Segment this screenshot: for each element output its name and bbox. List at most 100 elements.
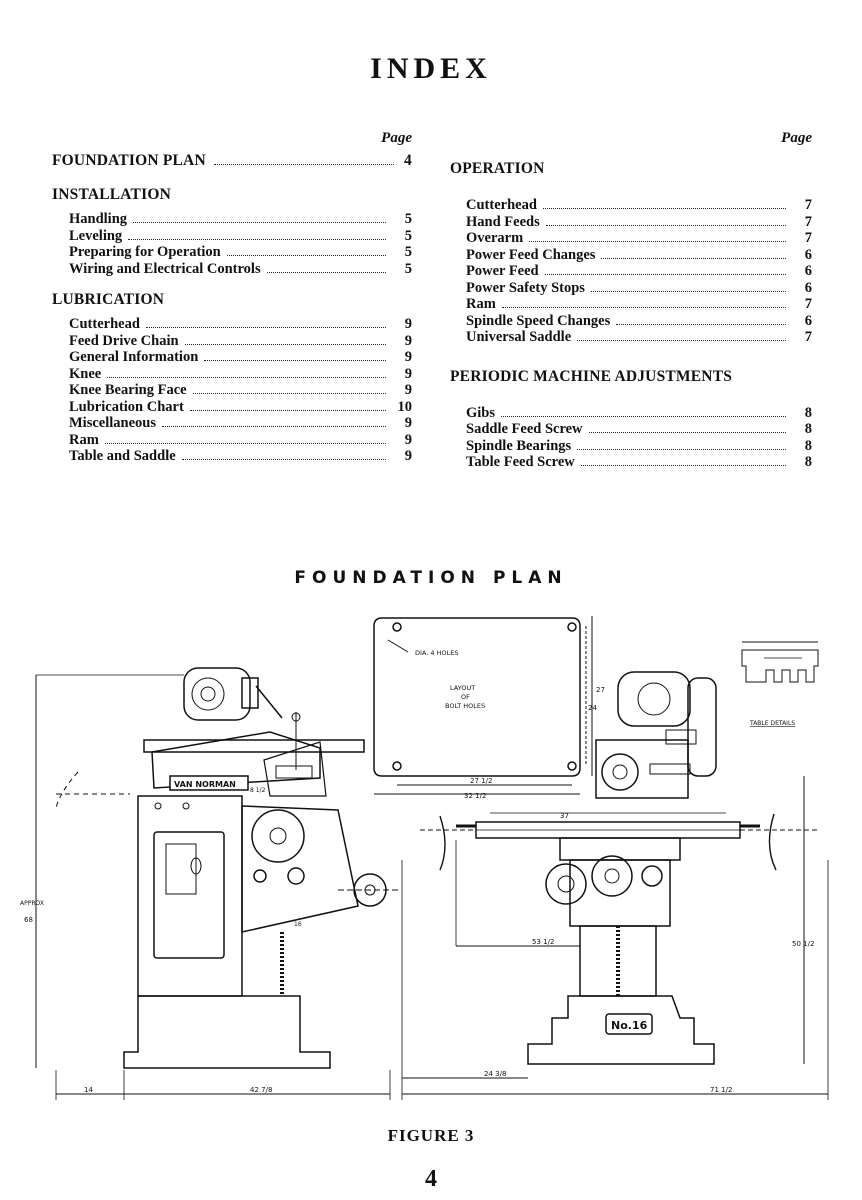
entry-label: Wiring and Electrical Controls [69,260,261,277]
table-details: TABLE DETAILS [741,641,819,727]
entry-page: 9 [404,349,412,365]
index-entry[interactable]: Spindle Bearings 8 [450,438,812,455]
entry-label: Universal Saddle [466,329,572,345]
dot-leader [580,465,786,466]
entry-label: Leveling [69,227,123,244]
page-column-header: Page [781,130,812,146]
entry-label: Preparing for Operation [69,244,221,260]
entry-page: 7 [804,329,812,345]
dot-leader [204,360,386,361]
entry-page: 9 [404,332,412,349]
index-entry[interactable]: Miscellaneous 9 [52,415,412,432]
dot-leader [184,343,386,345]
entry-page: 5 [404,227,412,244]
index-entry[interactable]: Wiring and Electrical Controls 5 [52,261,412,278]
dim-label: 8 1/2 [250,787,266,794]
dot-leader [544,274,786,275]
index-title: INDEX [370,52,492,85]
dot-leader [542,208,786,209]
dim-label: 71 1/2 [710,1086,732,1094]
entry-label: Miscellaneous [69,415,156,431]
dot-leader [616,323,786,325]
entry-label: Hand Feeds [466,213,540,230]
index-entry[interactable]: Leveling 5 [52,228,412,245]
layout-label: BOLT HOLES [445,702,485,710]
entry-label: Ram [69,431,99,448]
page-column-header: Page [381,130,412,146]
dot-leader [577,340,786,341]
dim-label: 53 1/2 [532,938,554,946]
dot-leader [192,393,386,394]
entry-label: Cutterhead [69,316,140,332]
bolt-hole [567,761,577,771]
index-entry[interactable]: Handling 5 [52,211,412,228]
section-heading: LUBRICATION [52,291,165,308]
bolt-hole [392,761,402,771]
entry-label: Handling [69,211,128,227]
index-entry[interactable]: General Information 9 [52,349,412,366]
entry-page: 7 [804,213,812,230]
index-entry[interactable]: Feed Drive Chain 9 [52,333,412,350]
dim-label: 14 [84,1086,93,1094]
dim-label: 42 7/8 [250,1086,272,1094]
entry-page: 5 [404,211,412,227]
entry-label: General Information [69,349,199,365]
dot-leader [529,241,786,242]
index-entry[interactable]: Universal Saddle 7 [450,329,812,346]
machine-side-view: VAN NORMAN APPROX 68 [20,667,398,1100]
layout-label: LAYOUT [450,684,475,692]
dim-label: 37 [560,812,569,820]
dot-leader [181,459,386,460]
index-entry[interactable]: Hand Feeds 7 [450,214,812,231]
entry-page: 5 [404,260,412,277]
dim-label: 16 [294,921,302,928]
dim-label: 24 [588,704,597,712]
section-heading: FOUNDATION PLAN [52,152,206,169]
bolt-hole [392,622,402,632]
layout-label: OF [461,693,470,701]
entry-page: 9 [404,415,412,431]
table-details-label: TABLE DETAILS [749,720,795,727]
entry-page: 8 [804,437,812,454]
dim-label: APPROX [20,900,44,907]
dot-leader [213,164,394,165]
dot-leader [104,442,386,444]
entry-label: Ram [466,296,496,312]
entry-page: 9 [404,365,412,382]
section-heading: INSTALLATION [52,186,171,203]
entry-label: Feed Drive Chain [69,332,179,349]
index-section-foundation-plan[interactable]: FOUNDATION PLAN 4 [52,152,412,172]
entry-label: Spindle Bearings [466,437,572,454]
dot-leader [501,415,786,417]
dot-leader [145,327,386,328]
bolt-hole-layout: DIA. 4 HOLES LAYOUT OF BOLT HOLES 27 24 … [373,616,605,800]
index-section-operation: OPERATION [450,160,812,180]
entry-label: Power Feed Changes [466,246,596,263]
dot-leader [590,290,786,292]
entry-page: 6 [804,279,812,296]
dot-leader [128,238,386,240]
entry-page: 9 [404,382,412,398]
section-page: 4 [404,152,412,169]
dot-leader [226,255,386,256]
